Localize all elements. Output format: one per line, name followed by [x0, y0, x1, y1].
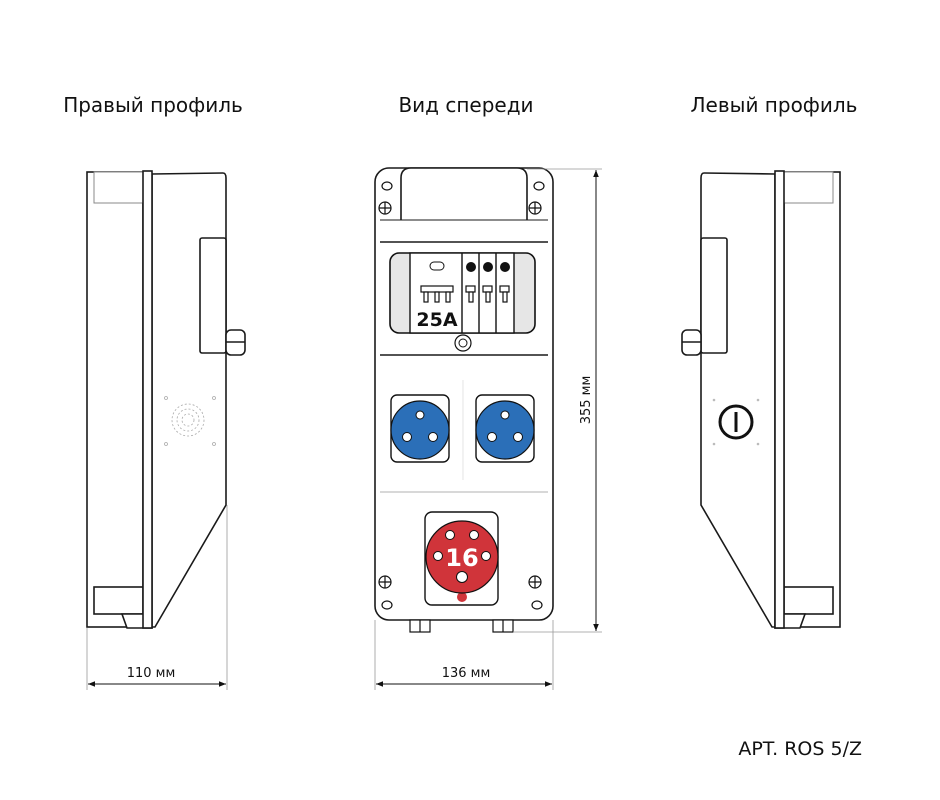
red-socket-rating: 16 — [445, 544, 478, 572]
article-number: APT. ROS 5/Z — [738, 738, 862, 760]
cable-glands — [409, 619, 514, 633]
red-socket: 16 — [424, 511, 499, 606]
right-profile-title: Правый профиль — [63, 93, 243, 117]
dimension-lines — [86, 168, 602, 690]
left-profile-title: Левый профиль — [691, 93, 858, 117]
circuit-breaker-block: 25A — [389, 252, 536, 334]
front-view: 25A 16 — [374, 167, 554, 633]
depth-dimension-label: 110 мм — [127, 666, 176, 681]
cover-screw — [454, 334, 472, 352]
breaker-rating-label: 25A — [416, 309, 457, 331]
left-profile-view — [681, 170, 841, 629]
width-dimension-label: 136 мм — [442, 666, 491, 681]
right-profile-view — [86, 170, 246, 629]
power-switch-icon — [712, 398, 760, 446]
blue-socket-left — [390, 394, 450, 463]
blue-socket-right — [475, 394, 535, 463]
corner-screws — [378, 181, 545, 610]
front-view-title: Вид спереди — [398, 93, 533, 117]
vent-pattern — [164, 396, 216, 446]
height-dimension-label: 355 мм — [579, 376, 594, 425]
